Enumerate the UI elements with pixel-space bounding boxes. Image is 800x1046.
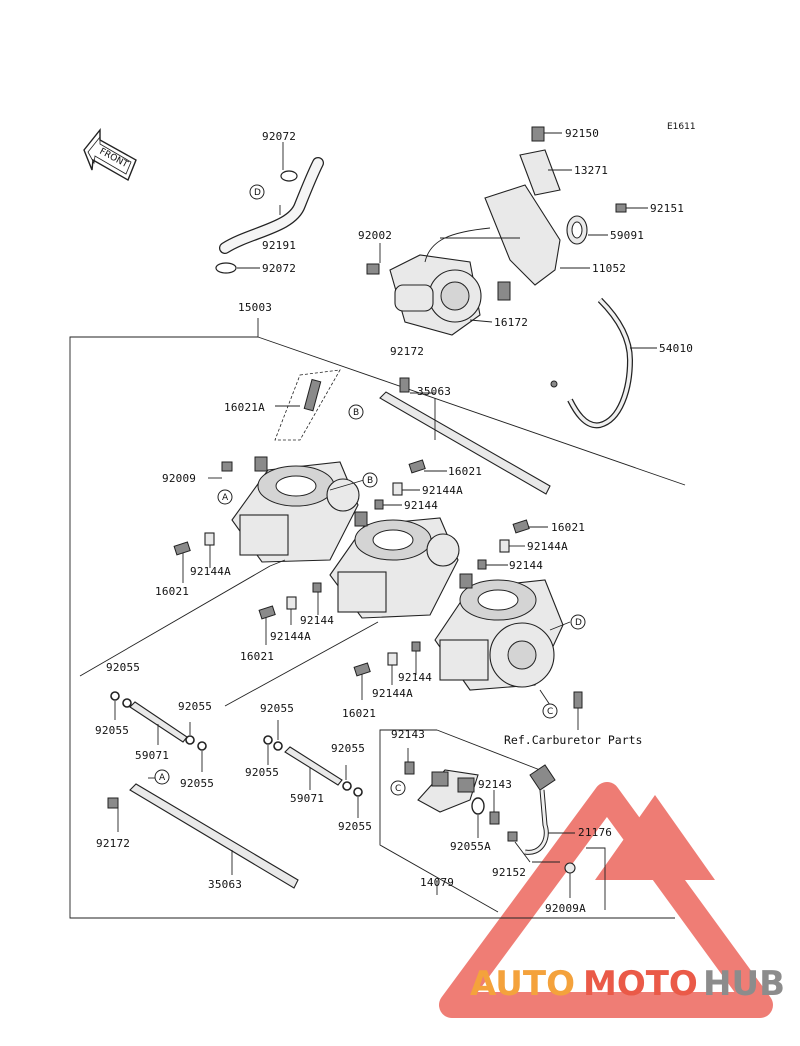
callout-B-bar: B xyxy=(348,404,364,420)
label-92144A-d: 92144A xyxy=(270,630,311,643)
label-59091: 59091 xyxy=(610,229,644,242)
shaft-right xyxy=(263,720,363,818)
carburetor-1 xyxy=(231,456,360,563)
label-35063-bot: 35063 xyxy=(208,878,242,891)
label-35063-top: 35063 xyxy=(417,385,451,398)
label-16021-a: 16021 xyxy=(448,465,482,478)
label-92055-e: 92055 xyxy=(260,702,294,715)
label-16021-c: 16021 xyxy=(155,585,189,598)
label-59071-b: 59071 xyxy=(290,792,324,805)
label-92144A-b: 92144A xyxy=(527,540,568,553)
svg-text:D: D xyxy=(254,188,261,198)
svg-text:C: C xyxy=(547,707,553,717)
label-92144A-c: 92144A xyxy=(190,565,231,578)
callout-C-link: C xyxy=(390,780,406,796)
watermark-auto: AUTO xyxy=(470,964,575,1004)
watermark-logo: AUTO MOTO HUB xyxy=(470,964,785,1004)
carburetor-2 xyxy=(329,511,460,619)
label-16021A: 16021A xyxy=(224,401,265,414)
label-54010: 54010 xyxy=(659,342,693,355)
callout-B-carb: B xyxy=(362,472,378,488)
pilot-screws xyxy=(173,459,583,730)
label-92172-bot: 92172 xyxy=(96,837,130,850)
label-92072-bot: 92072 xyxy=(262,262,296,275)
watermark-triangle xyxy=(439,782,773,1018)
label-92150: 92150 xyxy=(565,127,599,140)
adjuster-screw xyxy=(274,369,341,441)
label-16021-b: 16021 xyxy=(551,521,585,534)
label-59071-a: 59071 xyxy=(135,749,169,762)
carburetor-3 xyxy=(434,573,564,691)
callout-A-lower: A xyxy=(154,769,170,785)
svg-text:B: B xyxy=(353,408,359,418)
label-16021-d: 16021 xyxy=(240,650,274,663)
ref-carburetor-parts: Ref.Carburetor Parts xyxy=(504,733,642,747)
svg-text:A: A xyxy=(159,773,166,783)
label-16172: 16172 xyxy=(494,316,528,329)
tie-bar-upper xyxy=(379,377,551,495)
diagram-code: E1611 xyxy=(667,122,696,132)
label-14079: 14079 xyxy=(420,876,454,889)
label-16021-e: 16021 xyxy=(342,707,376,720)
label-92144-b: 92144 xyxy=(509,559,543,572)
label-92055-h: 92055 xyxy=(338,820,372,833)
part-labels: 92072 92191 92072 92150 13271 92151 5909… xyxy=(95,127,693,915)
label-92009A: 92009A xyxy=(545,902,586,915)
label-92055-d: 92055 xyxy=(180,777,214,790)
shaft-left xyxy=(110,691,207,772)
label-92055-g: 92055 xyxy=(331,742,365,755)
assembly-frame xyxy=(69,318,686,919)
svg-text:B: B xyxy=(367,476,373,486)
label-92144A-a: 92144A xyxy=(422,484,463,497)
svg-text:D: D xyxy=(575,618,582,628)
label-92151: 92151 xyxy=(650,202,684,215)
label-11052: 11052 xyxy=(592,262,626,275)
label-15003: 15003 xyxy=(238,301,272,314)
label-92055-a: 92055 xyxy=(106,661,140,674)
actuator-assembly xyxy=(366,126,657,429)
label-92055-f: 92055 xyxy=(245,766,279,779)
callout-C-carb: C xyxy=(542,703,558,719)
svg-text:C: C xyxy=(395,784,401,794)
label-92144A-e: 92144A xyxy=(372,687,413,700)
breather-hose xyxy=(215,142,324,274)
label-92144-a: 92144 xyxy=(404,499,438,512)
throttle-link xyxy=(379,729,606,913)
label-92152: 92152 xyxy=(492,866,526,879)
svg-text:A: A xyxy=(222,493,229,503)
label-92143-b: 92143 xyxy=(478,778,512,791)
callout-D-hose: D xyxy=(249,184,265,200)
label-92055-b: 92055 xyxy=(95,724,129,737)
label-92072-top: 92072 xyxy=(262,130,296,143)
label-92055A: 92055A xyxy=(450,840,491,853)
label-21176: 21176 xyxy=(578,826,612,839)
label-92144-c: 92144 xyxy=(300,614,334,627)
label-92009: 92009 xyxy=(162,472,196,485)
watermark-hub: HUB xyxy=(703,964,785,1004)
callout-D-carb: D xyxy=(570,614,586,630)
tie-bar-lower xyxy=(107,777,299,889)
label-92191: 92191 xyxy=(262,239,296,252)
watermark-moto: MOTO xyxy=(583,964,698,1004)
callout-A-upper: A xyxy=(217,489,233,505)
leader-lines xyxy=(79,470,571,707)
label-92055-c: 92055 xyxy=(178,700,212,713)
front-arrow-icon: FRONT xyxy=(83,128,137,182)
label-13271: 13271 xyxy=(574,164,608,177)
label-92172-top: 92172 xyxy=(390,345,424,358)
label-92144-d: 92144 xyxy=(398,671,432,684)
label-92002: 92002 xyxy=(358,229,392,242)
label-92143-a: 92143 xyxy=(391,728,425,741)
